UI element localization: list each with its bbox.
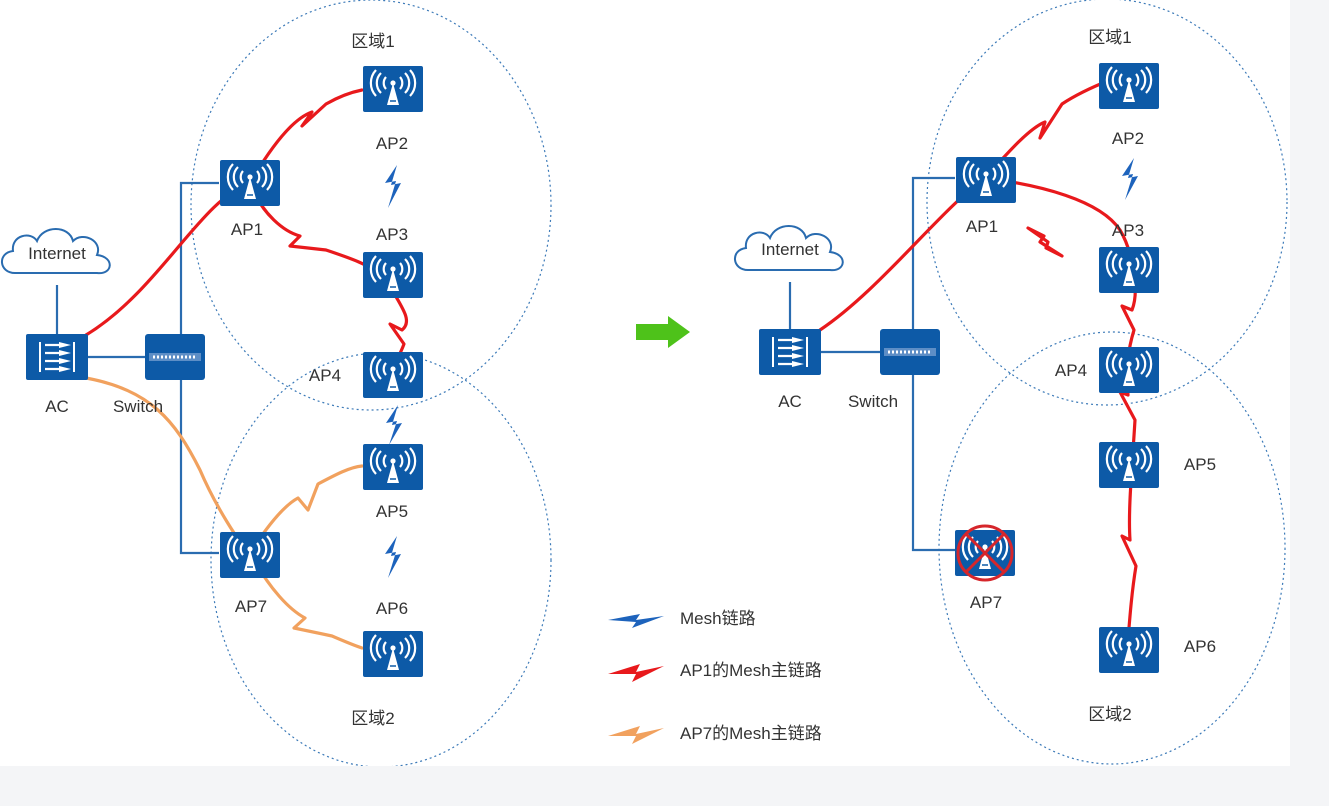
after-ap2-icon: [1097, 61, 1161, 111]
after-zone1-label: 区域1: [1088, 28, 1131, 47]
before-ap3-icon: [361, 250, 425, 300]
after-ap4-label: AP4: [1055, 361, 1087, 380]
after-ap5-icon: [1097, 440, 1161, 490]
before-ap1-icon: [218, 158, 282, 208]
legend-mesh-icon: [608, 614, 664, 628]
before-internet-label: Internet: [28, 244, 86, 263]
legend-ap1-main-icon: [608, 664, 664, 682]
before-wire-switch-ap1: [179, 181, 219, 335]
after-switch-label: Switch: [848, 392, 898, 411]
after-zone1-ellipse: [926, 0, 1288, 406]
before-switch-label: Switch: [113, 397, 163, 416]
after-ac-icon: [757, 327, 823, 377]
after-ap3-icon: [1097, 245, 1161, 295]
before-ap6-icon: [361, 629, 425, 679]
before-ac-label: AC: [45, 397, 69, 416]
after-ap2-label: AP2: [1112, 129, 1144, 148]
before-zone1-ellipse: [190, 0, 552, 411]
after-ap3-label: AP3: [1112, 221, 1144, 240]
before-ap2-label: AP2: [376, 134, 408, 153]
before-mesh-link-ap2-ap3: [385, 165, 401, 208]
legend-mesh-label: Mesh链路: [680, 609, 756, 628]
before-ap7-icon: [218, 530, 282, 580]
after-internet-label: Internet: [761, 240, 819, 259]
before-zone1-label: 区域1: [351, 32, 394, 51]
before-panel: Internet AC Switch 区域1 区域2 AP1 AP2 AP3 A…: [0, 0, 552, 766]
after-ap4-icon: [1097, 345, 1161, 395]
before-ap4-icon: [361, 350, 425, 400]
before-ap7-main-ac-ap7: [84, 376, 252, 555]
after-mesh-link-ap2-ap3: [1122, 158, 1138, 200]
before-ac-icon: [24, 332, 90, 382]
before-mesh-link-ap4-ap5: [386, 405, 402, 445]
legend: Mesh链路 AP1的Mesh主链路 AP7的Mesh主链路: [608, 609, 822, 744]
before-switch-icon: [143, 332, 207, 382]
before-ap7-label: AP7: [235, 597, 267, 616]
before-ap5-label: AP5: [376, 502, 408, 521]
after-ap6-icon: [1097, 625, 1161, 675]
after-ap7-label: AP7: [970, 593, 1002, 612]
after-ap5-label: AP5: [1184, 455, 1216, 474]
before-ap1-label: AP1: [231, 220, 263, 239]
after-zone2-ellipse: [938, 331, 1286, 765]
before-ap2-icon: [361, 64, 425, 114]
after-ac-label: AC: [778, 392, 802, 411]
before-ap7-main-ap7-ap6: [248, 551, 364, 650]
after-switch-icon: [878, 327, 942, 377]
after-ap1-icon: [954, 155, 1018, 205]
after-broken-link-mark: [1026, 226, 1064, 258]
before-mesh-link-ap5-ap6: [385, 536, 401, 578]
diagram-canvas: Internet AC Switch 区域1 区域2 AP1 AP2 AP3 A…: [0, 0, 1290, 766]
legend-ap7-main-label: AP7的Mesh主链路: [680, 724, 822, 743]
after-wire-switch-ap7: [911, 375, 955, 552]
before-ap5-icon: [361, 442, 425, 492]
after-ap1-label: AP1: [966, 217, 998, 236]
after-zone2-label: 区域2: [1088, 705, 1131, 724]
after-panel: Internet AC Switch 区域1 区域2 AP1 AP2 AP3 A…: [733, 0, 1288, 765]
failure-cross-icon: [956, 524, 1014, 582]
after-wire-switch-ap1: [911, 176, 955, 330]
mesh-network-diagram: Internet AC Switch 区域1 区域2 AP1 AP2 AP3 A…: [0, 0, 1288, 766]
before-ap1-main-ap1-ap2: [248, 88, 364, 185]
legend-ap1-main-label: AP1的Mesh主链路: [680, 661, 822, 680]
before-ap6-label: AP6: [376, 599, 408, 618]
before-ap7-main-ap7-ap5: [248, 464, 364, 555]
legend-ap7-main-icon: [608, 726, 664, 744]
after-ap6-label: AP6: [1184, 637, 1216, 656]
before-ap4-label: AP4: [309, 366, 341, 385]
green-arrow-icon: [636, 316, 690, 348]
before-zone2-label: 区域2: [351, 709, 394, 728]
before-ap3-label: AP3: [376, 225, 408, 244]
after-ap1-main-ap1-ap2: [983, 78, 1112, 180]
